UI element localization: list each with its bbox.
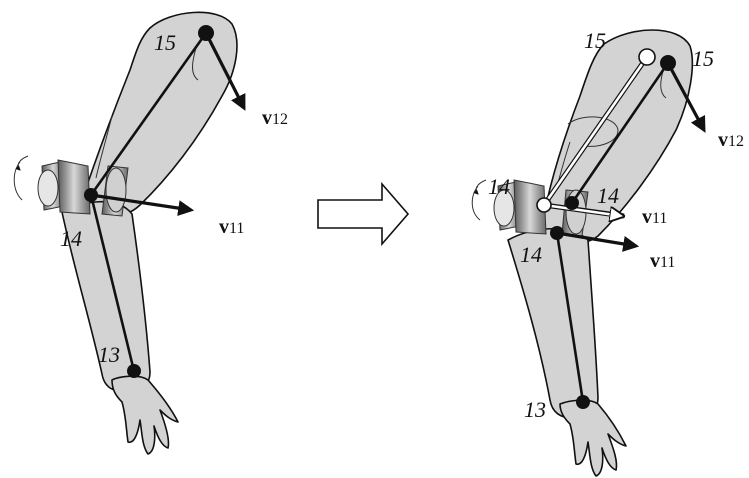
right-original-joint-15-point [639,49,655,65]
right-label-v11-upper: v11 [642,206,667,228]
right-label-v12: v12 [718,129,744,151]
left-label-14: 14 [60,226,82,251]
left-label-13: 13 [98,342,120,367]
left-elbow-joint-actuator [38,160,128,216]
right-hand [560,400,626,476]
left-joint-13-point [127,364,141,378]
right-label-15-original: 15 [584,28,606,53]
left-arm: 15 14 13 v12 v11 [14,12,288,454]
right-arm: 15 15 14 14 14 13 v12 v11 v11 [472,28,744,476]
right-label-15: 15 [692,46,714,71]
right-joint-14-upper-point [565,196,579,210]
hollow-right-arrow-icon [318,184,408,244]
right-label-v11-lower: v11 [650,250,675,272]
right-label-13: 13 [524,397,546,422]
left-hand [112,376,178,454]
left-label-v12: v12 [262,107,288,129]
right-original-joint-14-point [537,198,551,212]
right-joint-13-point [576,395,590,409]
right-label-14-lower: 14 [520,242,542,267]
left-joint-15-point [198,25,214,41]
right-label-14-upper: 14 [597,183,619,208]
right-joint-15-point [660,55,676,71]
left-joint-14-point [84,188,98,202]
left-label-v11: v11 [219,216,244,238]
right-label-14-original: 14 [488,174,510,199]
right-joint-14-lower-point [550,226,564,240]
left-label-15: 15 [154,30,176,55]
